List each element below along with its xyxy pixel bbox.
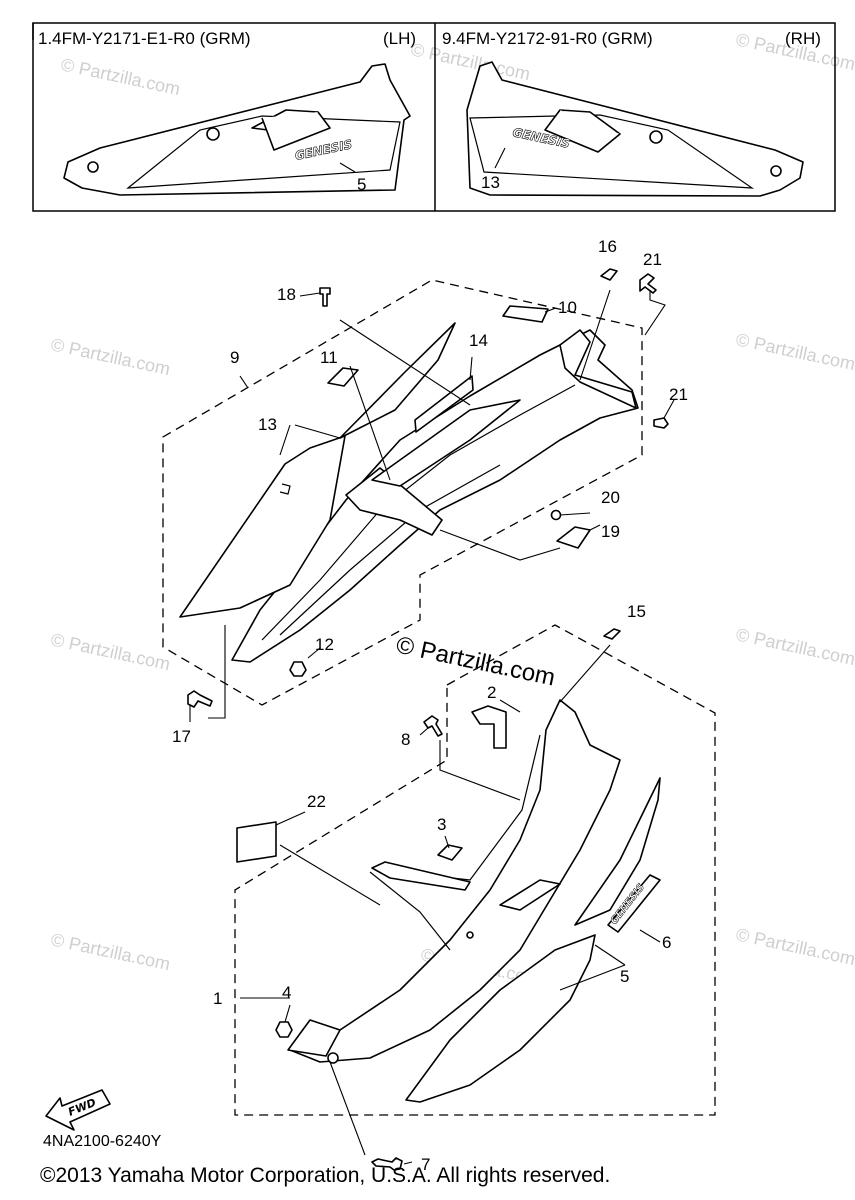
bolt-21a-drawing: [639, 273, 657, 294]
watermark: © Partzilla.com: [49, 629, 172, 674]
tape-11-drawing: [327, 367, 359, 387]
tape-3-drawing: [437, 844, 463, 861]
header-panels: 1.4FM-Y2171-E1-R0 (GRM) (LH) 9.4FM-Y2172…: [32, 22, 836, 212]
decal-6-drawing: [607, 874, 661, 933]
callout-19: 19: [601, 522, 620, 541]
side-cover-13-drawing: [179, 435, 346, 618]
callout-20: 20: [601, 488, 620, 507]
fwd-arrow-icon: FWD: [45, 1089, 111, 1131]
left-panel-code: 1.4FM-Y2171-E1-R0 (GRM): [38, 29, 251, 48]
watermark: © Partzilla.com: [734, 624, 855, 669]
bolt-18-drawing: [319, 287, 331, 307]
assembly-9-boundary: [162, 279, 643, 706]
tape-16-drawing: [600, 268, 618, 281]
emblem-10-drawing: [502, 305, 549, 323]
decal-14-drawing: [414, 375, 474, 433]
callout-21-side: 21: [669, 385, 688, 404]
right-panel-code: 9.4FM-Y2172-91-R0 (GRM): [442, 29, 653, 48]
callout-8: 8: [401, 730, 410, 749]
lower-assembly: GENESIS 15 2 8 22 3 6 5 4 1 7: [213, 602, 716, 1174]
clip-19-drawing: [556, 526, 591, 549]
callout-10: 10: [558, 298, 577, 317]
callout-13-upper: 13: [258, 415, 277, 434]
side-cover-5-drawing: [405, 934, 596, 1103]
callout-3: 3: [437, 815, 446, 834]
watermark: © Partzilla.com: [59, 54, 182, 99]
callout-5-lower: 5: [620, 967, 629, 986]
screw-20-drawing: [550, 509, 562, 521]
callout-15: 15: [627, 602, 646, 621]
side-cover-1-drawing: [289, 699, 621, 1063]
header-frame: [32, 22, 836, 212]
rh-side-cover-drawing: GENESIS: [466, 61, 804, 197]
watermark: © Partzilla.com: [734, 924, 855, 969]
callout-17: 17: [172, 727, 191, 746]
callout-7: 7: [421, 1155, 430, 1174]
bolt-8-drawing: [423, 715, 443, 737]
left-panel-side: (LH): [383, 29, 416, 48]
bolt-7-drawing: [371, 1157, 403, 1171]
callout-13-header: 13: [481, 173, 500, 192]
callout-2: 2: [487, 683, 496, 702]
callout-5-header: 5: [357, 175, 366, 194]
callout-12: 12: [315, 635, 334, 654]
right-panel-side: (RH): [785, 29, 821, 48]
copyright-notice: ©2013 Yamaha Motor Corporation, U.S.A. A…: [40, 1164, 610, 1187]
callout-6: 6: [662, 933, 671, 952]
callout-11: 11: [320, 348, 338, 367]
nut-12-drawing: [289, 661, 307, 677]
callout-14: 14: [469, 331, 488, 350]
watermark-center: © Partzilla.com: [394, 631, 558, 691]
callout-22: 22: [307, 792, 326, 811]
callout-18: 18: [277, 285, 296, 304]
callout-21-top: 21: [643, 250, 662, 269]
bolt-21b-drawing: [653, 417, 669, 429]
callout-9: 9: [230, 348, 239, 367]
watermark: © Partzilla.com: [734, 329, 855, 374]
pad-22-drawing: [236, 821, 277, 863]
bolt-17-drawing: [187, 690, 213, 708]
upper-assembly: 16 21 18 10 9 14 11 21 13 20 19 12 17: [162, 237, 688, 746]
assembly-1-boundary: [234, 624, 716, 1116]
emblem-2-drawing: [471, 705, 507, 749]
diagram-code: 4NA2100-6240Y: [43, 1133, 162, 1150]
callout-1: 1: [213, 989, 222, 1008]
lh-side-cover-drawing: GENESIS: [63, 63, 411, 196]
tape-15-drawing: [603, 628, 621, 640]
callout-16: 16: [598, 237, 617, 256]
nut-4-drawing: [275, 1021, 293, 1038]
watermark: © Partzilla.com: [49, 334, 172, 379]
watermark: © Partzilla.com: [49, 929, 172, 974]
callout-4: 4: [282, 983, 291, 1002]
